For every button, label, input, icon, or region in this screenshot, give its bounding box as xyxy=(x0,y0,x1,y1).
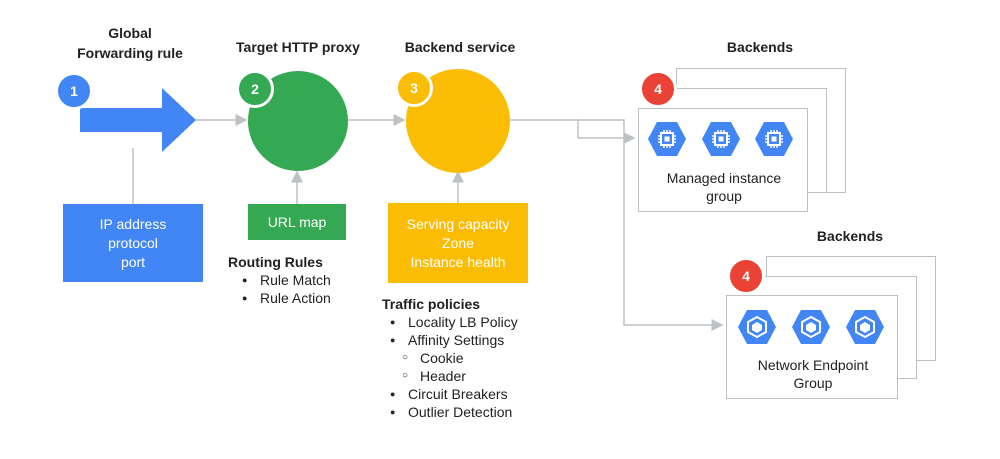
ip-box-line1: IP address xyxy=(99,215,167,232)
url-map-label: URL map xyxy=(267,213,327,230)
ip-box-line3: port xyxy=(120,253,146,270)
compute-engine-icon xyxy=(755,122,793,156)
traffic-policy-item: Outlier Detection xyxy=(384,403,582,421)
traffic-policies-title: Traffic policies xyxy=(382,296,481,312)
serving-box-line3: Instance health xyxy=(410,253,506,270)
network-endpoint-icon xyxy=(792,310,830,344)
neg-label: Network Endpoint Group xyxy=(727,356,899,392)
affinity-sub-item: Header xyxy=(396,367,582,385)
compute-engine-icon xyxy=(648,122,686,156)
managed-group-label: Managed instance group xyxy=(639,169,809,205)
routing-rule-item: Rule Match xyxy=(236,271,378,289)
step-badge-2: 2 xyxy=(236,70,274,108)
connector-backend-to-neg xyxy=(578,119,724,331)
step-badge-3: 3 xyxy=(395,69,433,107)
ip-address-box[interactable]: IP address protocol port xyxy=(63,204,203,282)
forwarding-rule-arrow[interactable] xyxy=(80,88,198,152)
serving-capacity-box[interactable]: Serving capacity Zone Instance health xyxy=(388,203,528,283)
forwarding-rule-title-line2: Forwarding rule xyxy=(77,45,183,61)
step-badge-4-bottom: 4 xyxy=(727,257,765,295)
backends-title-bottom: Backends xyxy=(816,228,884,244)
managed-group-label-line1: Managed instance xyxy=(666,170,782,186)
compute-engine-icon xyxy=(702,122,740,156)
step-badge-4-top: 4 xyxy=(639,70,677,108)
step-badge-1: 1 xyxy=(55,72,93,110)
network-endpoint-icon xyxy=(738,310,776,344)
routing-rules-title: Routing Rules xyxy=(228,254,323,270)
network-endpoint-icon xyxy=(846,310,884,344)
forwarding-rule-title: Global Forwarding rule xyxy=(45,23,215,63)
connector-backend-to-managed xyxy=(510,119,636,144)
backend-service-title: Backend service xyxy=(404,39,516,55)
traffic-policy-item: Circuit Breakers xyxy=(384,385,582,403)
traffic-policy-item: Affinity Settings xyxy=(384,331,582,349)
managed-group-card[interactable]: Managed instance group xyxy=(638,108,808,212)
managed-group-label-line2: group xyxy=(706,188,742,204)
neg-card[interactable]: Network Endpoint Group xyxy=(726,295,898,399)
forwarding-rule-title-line1: Global xyxy=(108,25,152,41)
neg-label-line2: Group xyxy=(793,375,833,391)
neg-label-line1: Network Endpoint xyxy=(757,357,869,373)
serving-box-line2: Zone xyxy=(442,234,474,251)
affinity-sub-item: Cookie xyxy=(396,349,582,367)
target-proxy-title: Target HTTP proxy xyxy=(236,39,360,55)
serving-box-line1: Serving capacity xyxy=(406,215,510,232)
routing-rules: Routing Rules Rule Match Rule Action xyxy=(228,253,378,307)
routing-rule-item: Rule Action xyxy=(236,289,378,307)
backends-title-top: Backends xyxy=(726,39,794,55)
ip-box-line2: protocol xyxy=(108,234,158,251)
traffic-policy-item: Locality LB Policy xyxy=(384,313,582,331)
url-map-box[interactable]: URL map xyxy=(248,204,346,240)
traffic-policies: Traffic policies Locality LB Policy Affi… xyxy=(382,295,582,421)
